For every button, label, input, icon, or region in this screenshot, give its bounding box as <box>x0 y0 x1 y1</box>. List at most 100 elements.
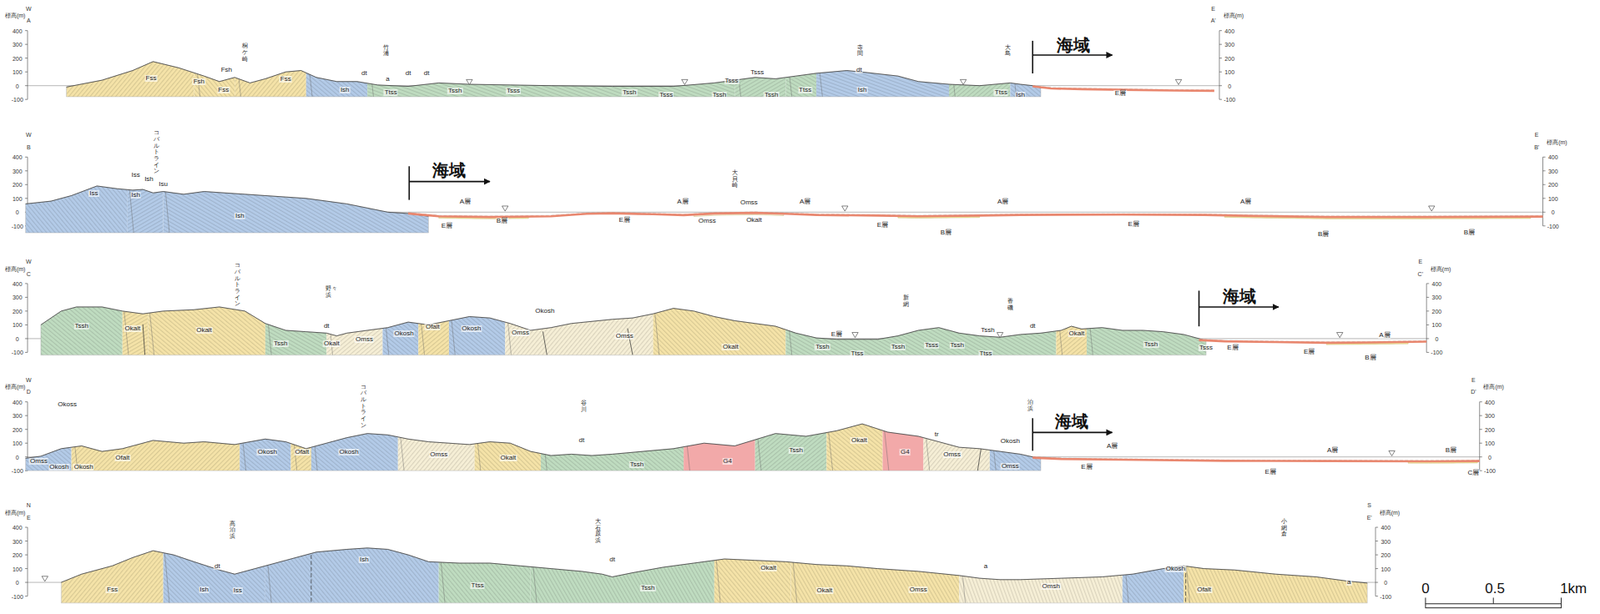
axis-tick-label: 200 <box>1547 181 1560 188</box>
axis-header: 標高(m) <box>1222 12 1246 19</box>
unit-label: Omss <box>739 199 759 207</box>
axis-tick <box>25 429 28 430</box>
axis-tick-label: 200 <box>11 307 24 314</box>
axis-header: C' <box>1417 270 1424 277</box>
water-level-mark <box>852 333 859 339</box>
unit-boundary <box>367 41 374 97</box>
geologic-unit <box>35 294 123 356</box>
section-outline <box>25 186 430 233</box>
unit-boundary <box>734 41 741 97</box>
axis-header: 標高(m) <box>1482 383 1505 390</box>
geologic-unit <box>504 294 653 356</box>
scale-tick <box>1560 597 1562 604</box>
unit-boundary <box>785 294 792 356</box>
axis-tick-label: 200 <box>1223 55 1236 61</box>
axis-tick-label: 200 <box>1379 552 1392 559</box>
axis-tick <box>1375 568 1378 570</box>
layer-label: A層 <box>1377 332 1391 339</box>
unit-boundary <box>418 294 424 356</box>
unit-label: Isu <box>157 181 169 188</box>
axis-tick-label: 200 <box>1483 426 1496 433</box>
unit-label: a <box>983 563 989 571</box>
unit-boundary <box>652 294 659 356</box>
unit-label: Fsh <box>192 78 206 86</box>
layer-label: B層 <box>495 217 509 225</box>
axis-tick-label: -100 <box>10 468 25 475</box>
axis-tick <box>1426 310 1429 312</box>
dashed-section-line <box>310 530 312 613</box>
axis-header: B <box>25 144 32 151</box>
geology-fill <box>60 41 1046 97</box>
axis-tick <box>1479 456 1483 458</box>
axis-tick-label: 400 <box>1379 524 1392 531</box>
geologic-unit <box>163 167 440 233</box>
axis-tick <box>1543 211 1546 213</box>
unit-boundary <box>382 294 389 356</box>
geologic-unit <box>398 413 475 471</box>
axis-header: A' <box>1210 17 1217 24</box>
unit-boundary <box>1122 538 1129 604</box>
axis-tick <box>1219 71 1222 73</box>
axis-header: 標高(m) <box>4 265 27 272</box>
axis-header: E <box>1534 131 1540 138</box>
section-outline <box>60 548 1368 604</box>
unit-label: Tsss <box>505 87 521 95</box>
water-level-mark <box>1428 206 1435 212</box>
unit-label: Ish <box>130 191 142 199</box>
unit-label: Tssh <box>890 343 906 351</box>
scale-label: 1km <box>1559 581 1588 596</box>
cross-section <box>20 156 1545 233</box>
axis-tick-label: -100 <box>1378 593 1393 600</box>
axis-tick <box>25 540 28 542</box>
axis-tick <box>25 324 28 326</box>
geologic-unit <box>367 41 735 97</box>
unit-label: Omss <box>615 333 635 340</box>
axis-tick-label: 0 <box>15 209 21 216</box>
unit-label: Okalt <box>759 565 778 572</box>
unit-label: dt <box>855 66 864 74</box>
unit-label: Okalt <box>195 327 213 334</box>
axis-tick-label: 100 <box>11 440 24 447</box>
axis-header: A <box>25 17 32 24</box>
unit-label: Tsss <box>749 69 765 76</box>
sea-area-arrow <box>408 181 490 183</box>
unit-boundary <box>504 294 511 356</box>
scale-label: 0 <box>1420 581 1430 596</box>
geologic-unit <box>734 41 786 97</box>
sea-floor-layer <box>1032 458 1479 462</box>
unit-label: a <box>384 75 390 83</box>
axis-tick-label: 0 <box>15 580 21 586</box>
unit-label: Ttss <box>470 582 485 590</box>
unit-label: Tssh <box>74 323 90 330</box>
place-name: コバルトライン <box>359 383 368 430</box>
geologic-unit <box>755 413 828 471</box>
geologic-unit <box>1183 538 1373 604</box>
unit-label: Omss <box>697 217 717 225</box>
unit-label: Okalt <box>745 217 763 224</box>
unit-boundary <box>306 41 313 97</box>
axis-tick-label: 100 <box>1547 195 1560 202</box>
axis-tick <box>1543 170 1546 172</box>
unit-label: Okosh <box>257 449 278 456</box>
axis-tick-label: 300 <box>11 413 24 419</box>
unit-label: Ish <box>1014 91 1026 99</box>
unit-boundary <box>239 413 246 471</box>
axis-tick <box>25 352 28 354</box>
axis-tick <box>25 456 28 458</box>
unit-label: Fss <box>279 75 293 83</box>
geologic-unit <box>790 538 959 604</box>
unit-label: G4 <box>721 458 733 465</box>
unit-boundary <box>683 413 690 471</box>
layer-label: A層 <box>676 198 689 206</box>
sea-area-boundary <box>408 166 410 200</box>
axis-tick-label: 0 <box>1433 335 1439 342</box>
unit-boundary <box>265 538 272 604</box>
unit-label: dt <box>360 70 369 77</box>
layer-label: E層 <box>440 222 454 230</box>
unit-label: Tssh <box>814 343 830 351</box>
geologic-unit <box>20 167 127 233</box>
unit-boundary <box>234 41 241 97</box>
axis-tick-label: 400 <box>11 524 24 531</box>
axis-tick <box>25 555 28 556</box>
place-name: 大石原浜 <box>594 518 602 545</box>
